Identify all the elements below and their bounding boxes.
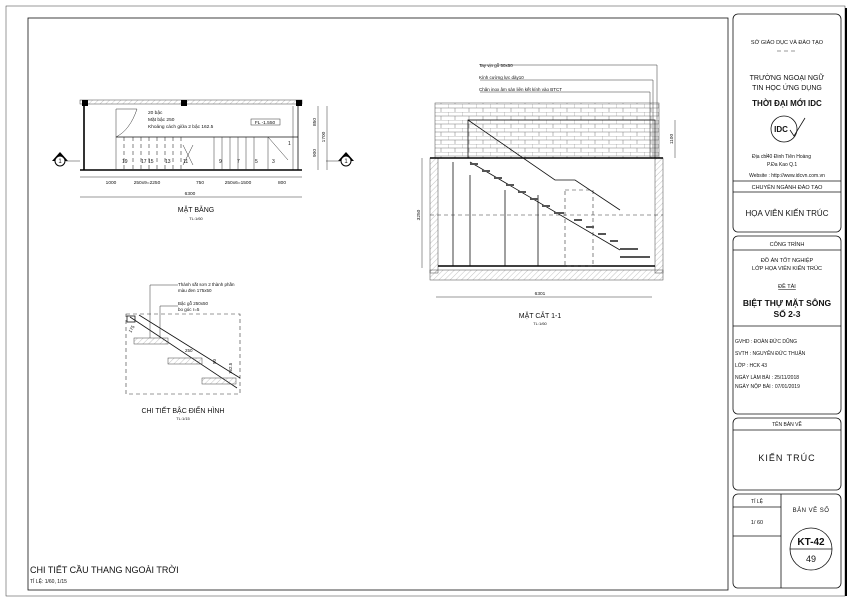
department: SỞ GIÁO DỤC VÀ ĐÀO TẠO [751, 39, 824, 46]
project-line1: ĐỒ ÁN TỐT NGHIỆP [761, 256, 814, 264]
drawing-frame [27, 17, 729, 591]
sheet-label: BẢN VẼ SỐ [793, 507, 830, 514]
svg-text:6300: 6300 [185, 191, 196, 197]
svg-text:13: 13 [165, 159, 171, 165]
svg-text:17: 17 [141, 159, 147, 165]
start-date: NGÀY LÀM BÀI : 25/11/2018 [735, 374, 799, 381]
gvhd: GVHD : ĐOÀN ĐỨC DŨNG [735, 338, 797, 345]
section-view: Tay vịn gỗ 50x50 Kính cường lực dày10 Ch… [416, 62, 676, 326]
svg-text:15: 15 [148, 159, 154, 165]
major-label: CHUYÊN NGÀNH ĐÀO TẠO [752, 183, 824, 191]
svg-text:Thành sắt sơn 2 thành phần: Thành sắt sơn 2 thành phần [178, 281, 235, 287]
svg-text:1: 1 [288, 141, 291, 147]
svg-text:19: 19 [122, 159, 128, 165]
submit-date: NGÀY NỘP BÀI : 07/01/2019 [735, 383, 800, 390]
plan-view: 19 17 15 13 11 9 7 5 3 1 20 bậc Mặt bậc … [52, 99, 354, 221]
sheet-code: KT-42 [797, 537, 825, 548]
svg-text:3250: 3250 [416, 209, 422, 220]
section-treads [470, 163, 650, 258]
topic-line1: BIỆT THỰ MẶT SÔNG [743, 297, 832, 308]
detail-scale: TL:1/15 [176, 416, 190, 421]
school-line1: TRƯỜNG NGOẠI NGỮ [750, 73, 825, 82]
topic-line2: SỐ 2-3 [774, 308, 801, 319]
svg-text:1: 1 [58, 159, 62, 165]
svg-text:bo góc r=5: bo góc r=5 [178, 307, 200, 312]
svg-text:9: 9 [219, 159, 222, 165]
svg-text:162.5: 162.5 [228, 362, 233, 374]
svg-text:IDC: IDC [774, 125, 788, 134]
plan-title: MẶT BẰNG [178, 205, 214, 214]
svg-text:250x9=2250: 250x9=2250 [134, 180, 161, 186]
topic-label: ĐỀ TÀI [778, 283, 796, 290]
svg-text:750: 750 [196, 180, 204, 186]
svg-text:màu đen 175x50: màu đen 175x50 [178, 288, 212, 293]
sheet-title: CHI TIẾT CẦU THANG NGOÀI TRỜI [30, 565, 179, 575]
section-title: MẶT CẮT 1-1 [519, 311, 562, 320]
svg-text:5: 5 [255, 159, 258, 165]
title-block: SỞ GIÁO DỤC VÀ ĐÀO TẠO TRƯỜNG NGOẠI NGỮ … [732, 13, 842, 589]
drawing-name-label: TÊN BẢN VẼ [772, 420, 802, 428]
svg-text:850: 850 [312, 118, 318, 126]
svg-text:1100: 1100 [669, 134, 675, 145]
idc-logo-icon: IDC [770, 115, 806, 143]
website: Website : http://www.idcvn.com.vn [749, 173, 825, 179]
svg-text:250: 250 [185, 348, 193, 353]
section-note-1: Tay vịn gỗ 50x50 [479, 62, 513, 68]
plan-treads [123, 136, 289, 170]
svg-text:900: 900 [312, 149, 318, 157]
major: HỌA VIÊN KIẾN TRÚC [746, 208, 829, 218]
svg-text:175: 175 [128, 324, 136, 333]
address-line1: : 40 Đinh Tiên Hoàng [764, 154, 811, 160]
plan-scale: TL:1/60 [189, 216, 203, 221]
plan-note-3: Khoảng cách giữa 2 bậc 162.5 [148, 124, 214, 130]
sheet-scale: TỈ LỆ: 1/60, 1/15 [30, 577, 67, 585]
svg-text:250x6=1500: 250x6=1500 [225, 180, 252, 186]
svg-text:1: 1 [344, 159, 348, 165]
plan-note-2: Mặt bậc 250 [148, 117, 175, 123]
floor-level-tag [250, 118, 281, 126]
school-name: THỜI ĐẠI MỚI IDC [752, 99, 822, 108]
svg-text:FL -1.550: FL -1.550 [255, 120, 276, 126]
svg-text:1000: 1000 [106, 180, 117, 186]
project-label: CÔNG TRÌNH [770, 241, 805, 248]
class: LỚP : HCK 43 [735, 362, 767, 369]
tread-detail: Thành sắt sơn 2 thành phần màu đen 175x5… [125, 281, 241, 421]
svg-text:50: 50 [212, 358, 217, 364]
address-line2: P.Đa Kao Q.1 [767, 162, 797, 168]
detail-title: CHI TIẾT BẬC ĐIỂN HÌNH [142, 405, 225, 415]
svg-text:800: 800 [278, 180, 286, 186]
section-note-2: Kính cường lực dày10 [479, 75, 524, 80]
drawing-name: KIẾN TRÚC [758, 453, 815, 463]
svg-text:7: 7 [237, 159, 240, 165]
school-line2: TIN HỌC ỨNG DỤNG [752, 83, 822, 92]
plan-note-1: 20 bậc [148, 110, 163, 116]
section-marker-left: 1 [52, 152, 80, 167]
address-label: Địa chỉ [752, 153, 768, 160]
svg-text:11: 11 [183, 159, 188, 165]
outer-border [5, 5, 846, 597]
section-scale: TL:1/60 [533, 321, 547, 326]
svth: SVTH : NGUYỄN ĐỨC THUẬN [735, 350, 806, 357]
scale-label: TỈ LỆ [751, 497, 764, 505]
sheet-number: 49 [806, 554, 816, 564]
svg-text:3: 3 [272, 159, 275, 165]
section-marker-right: 1 [326, 152, 354, 167]
scale-value: 1/ 60 [751, 520, 763, 526]
svg-text:Bậc gỗ 250x50: Bậc gỗ 250x50 [178, 300, 209, 306]
svg-text:6301: 6301 [535, 291, 546, 297]
svg-text:1700: 1700 [321, 131, 327, 142]
section-note-3: Chân inox âm sàn liên kết kính vào BTCT [479, 87, 562, 92]
project-line2: LỚP HỌA VIÊN KIẾN TRÚC [752, 264, 822, 272]
